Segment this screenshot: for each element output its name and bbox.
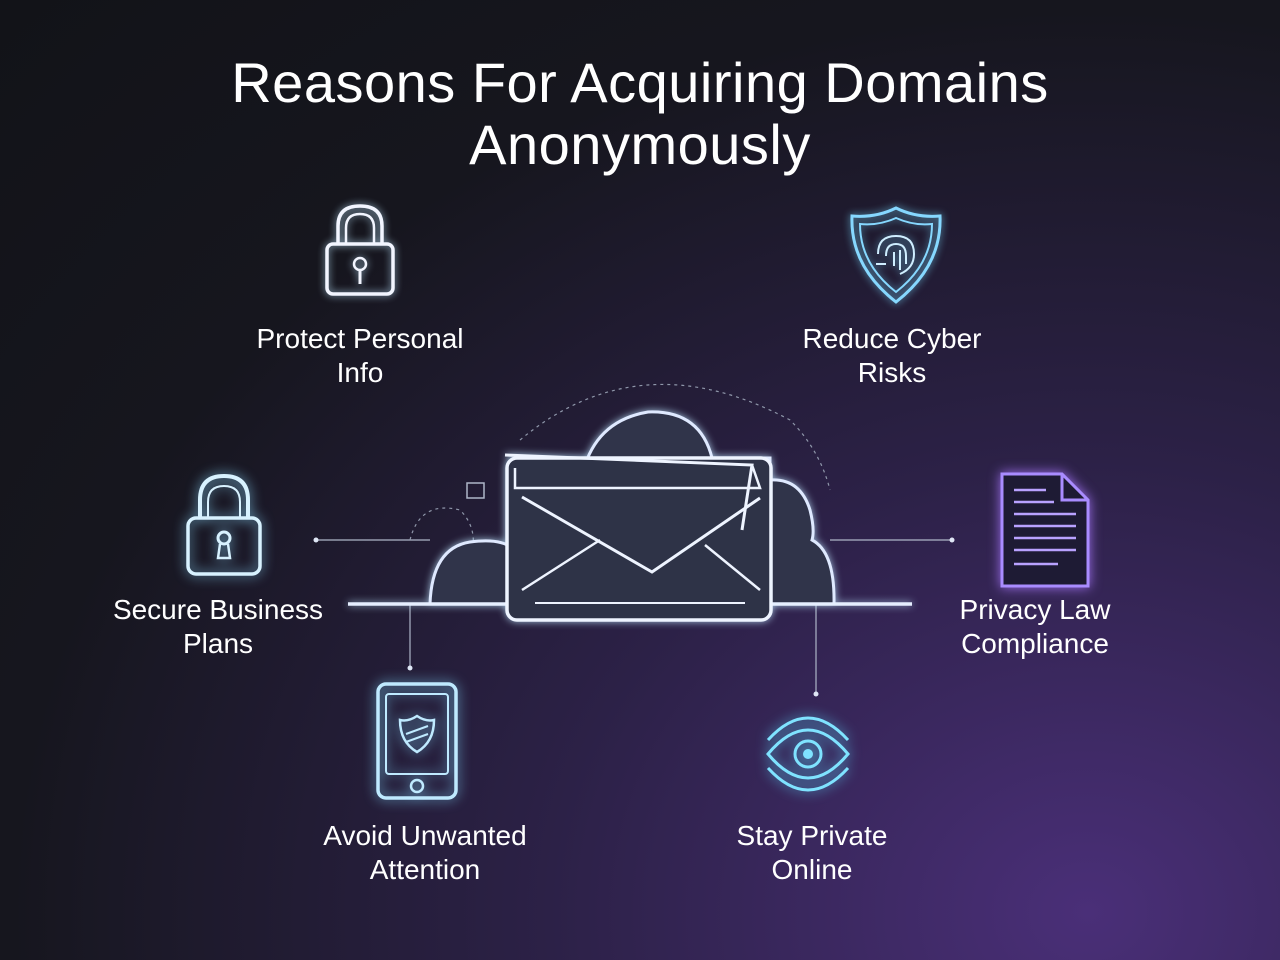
dotted-arcs bbox=[409, 383, 831, 561]
label-reduce-cyber-risks-line1: Reduce Cyber bbox=[802, 323, 982, 354]
smartphone-shield-icon bbox=[376, 682, 458, 800]
label-stay-private-online-line2: Online bbox=[771, 854, 853, 885]
connector-dots bbox=[313, 537, 955, 697]
label-privacy-law-compliance-line2: Compliance bbox=[961, 628, 1109, 659]
label-secure-business-plans-line1: Secure Business bbox=[112, 594, 324, 625]
page-title: Reasons For Acquiring Domains Anonymousl… bbox=[0, 52, 1280, 176]
label-secure-business-plans-line2: Plans bbox=[182, 628, 254, 659]
label-stay-private-online-line1: Stay Private bbox=[736, 820, 888, 851]
label-privacy-law-compliance-line1: Privacy Law bbox=[959, 594, 1111, 625]
cloud-envelope-icon bbox=[348, 410, 912, 622]
label-reduce-cyber-risks-line2: Risks bbox=[857, 357, 927, 388]
title-line-1: Reasons For Acquiring Domains bbox=[231, 51, 1049, 114]
label-avoid-unwanted-attention-line1: Avoid Unwanted bbox=[323, 820, 527, 851]
document-icon bbox=[1000, 472, 1090, 588]
title-line-2: Anonymously bbox=[469, 113, 811, 176]
keyhole-lock-icon bbox=[186, 473, 262, 576]
connector-lines bbox=[316, 539, 952, 694]
eye-icon bbox=[766, 716, 850, 792]
label-stay-private-online: Stay Private Online bbox=[652, 819, 972, 887]
label-avoid-unwanted-attention-line2: Attention bbox=[369, 854, 481, 885]
label-secure-business-plans: Secure Business Plans bbox=[58, 593, 378, 661]
label-protect-personal-info: Protect Personal Info bbox=[200, 322, 520, 390]
small-square-icon bbox=[466, 482, 485, 499]
shield-icon bbox=[850, 206, 942, 304]
label-privacy-law-compliance: Privacy Law Compliance bbox=[875, 593, 1195, 661]
label-protect-personal-info-line2: Info bbox=[336, 357, 384, 388]
label-protect-personal-info-line1: Protect Personal bbox=[256, 323, 464, 354]
label-reduce-cyber-risks: Reduce Cyber Risks bbox=[732, 322, 1052, 390]
label-avoid-unwanted-attention: Avoid Unwanted Attention bbox=[265, 819, 585, 887]
padlock-icon bbox=[325, 204, 395, 296]
